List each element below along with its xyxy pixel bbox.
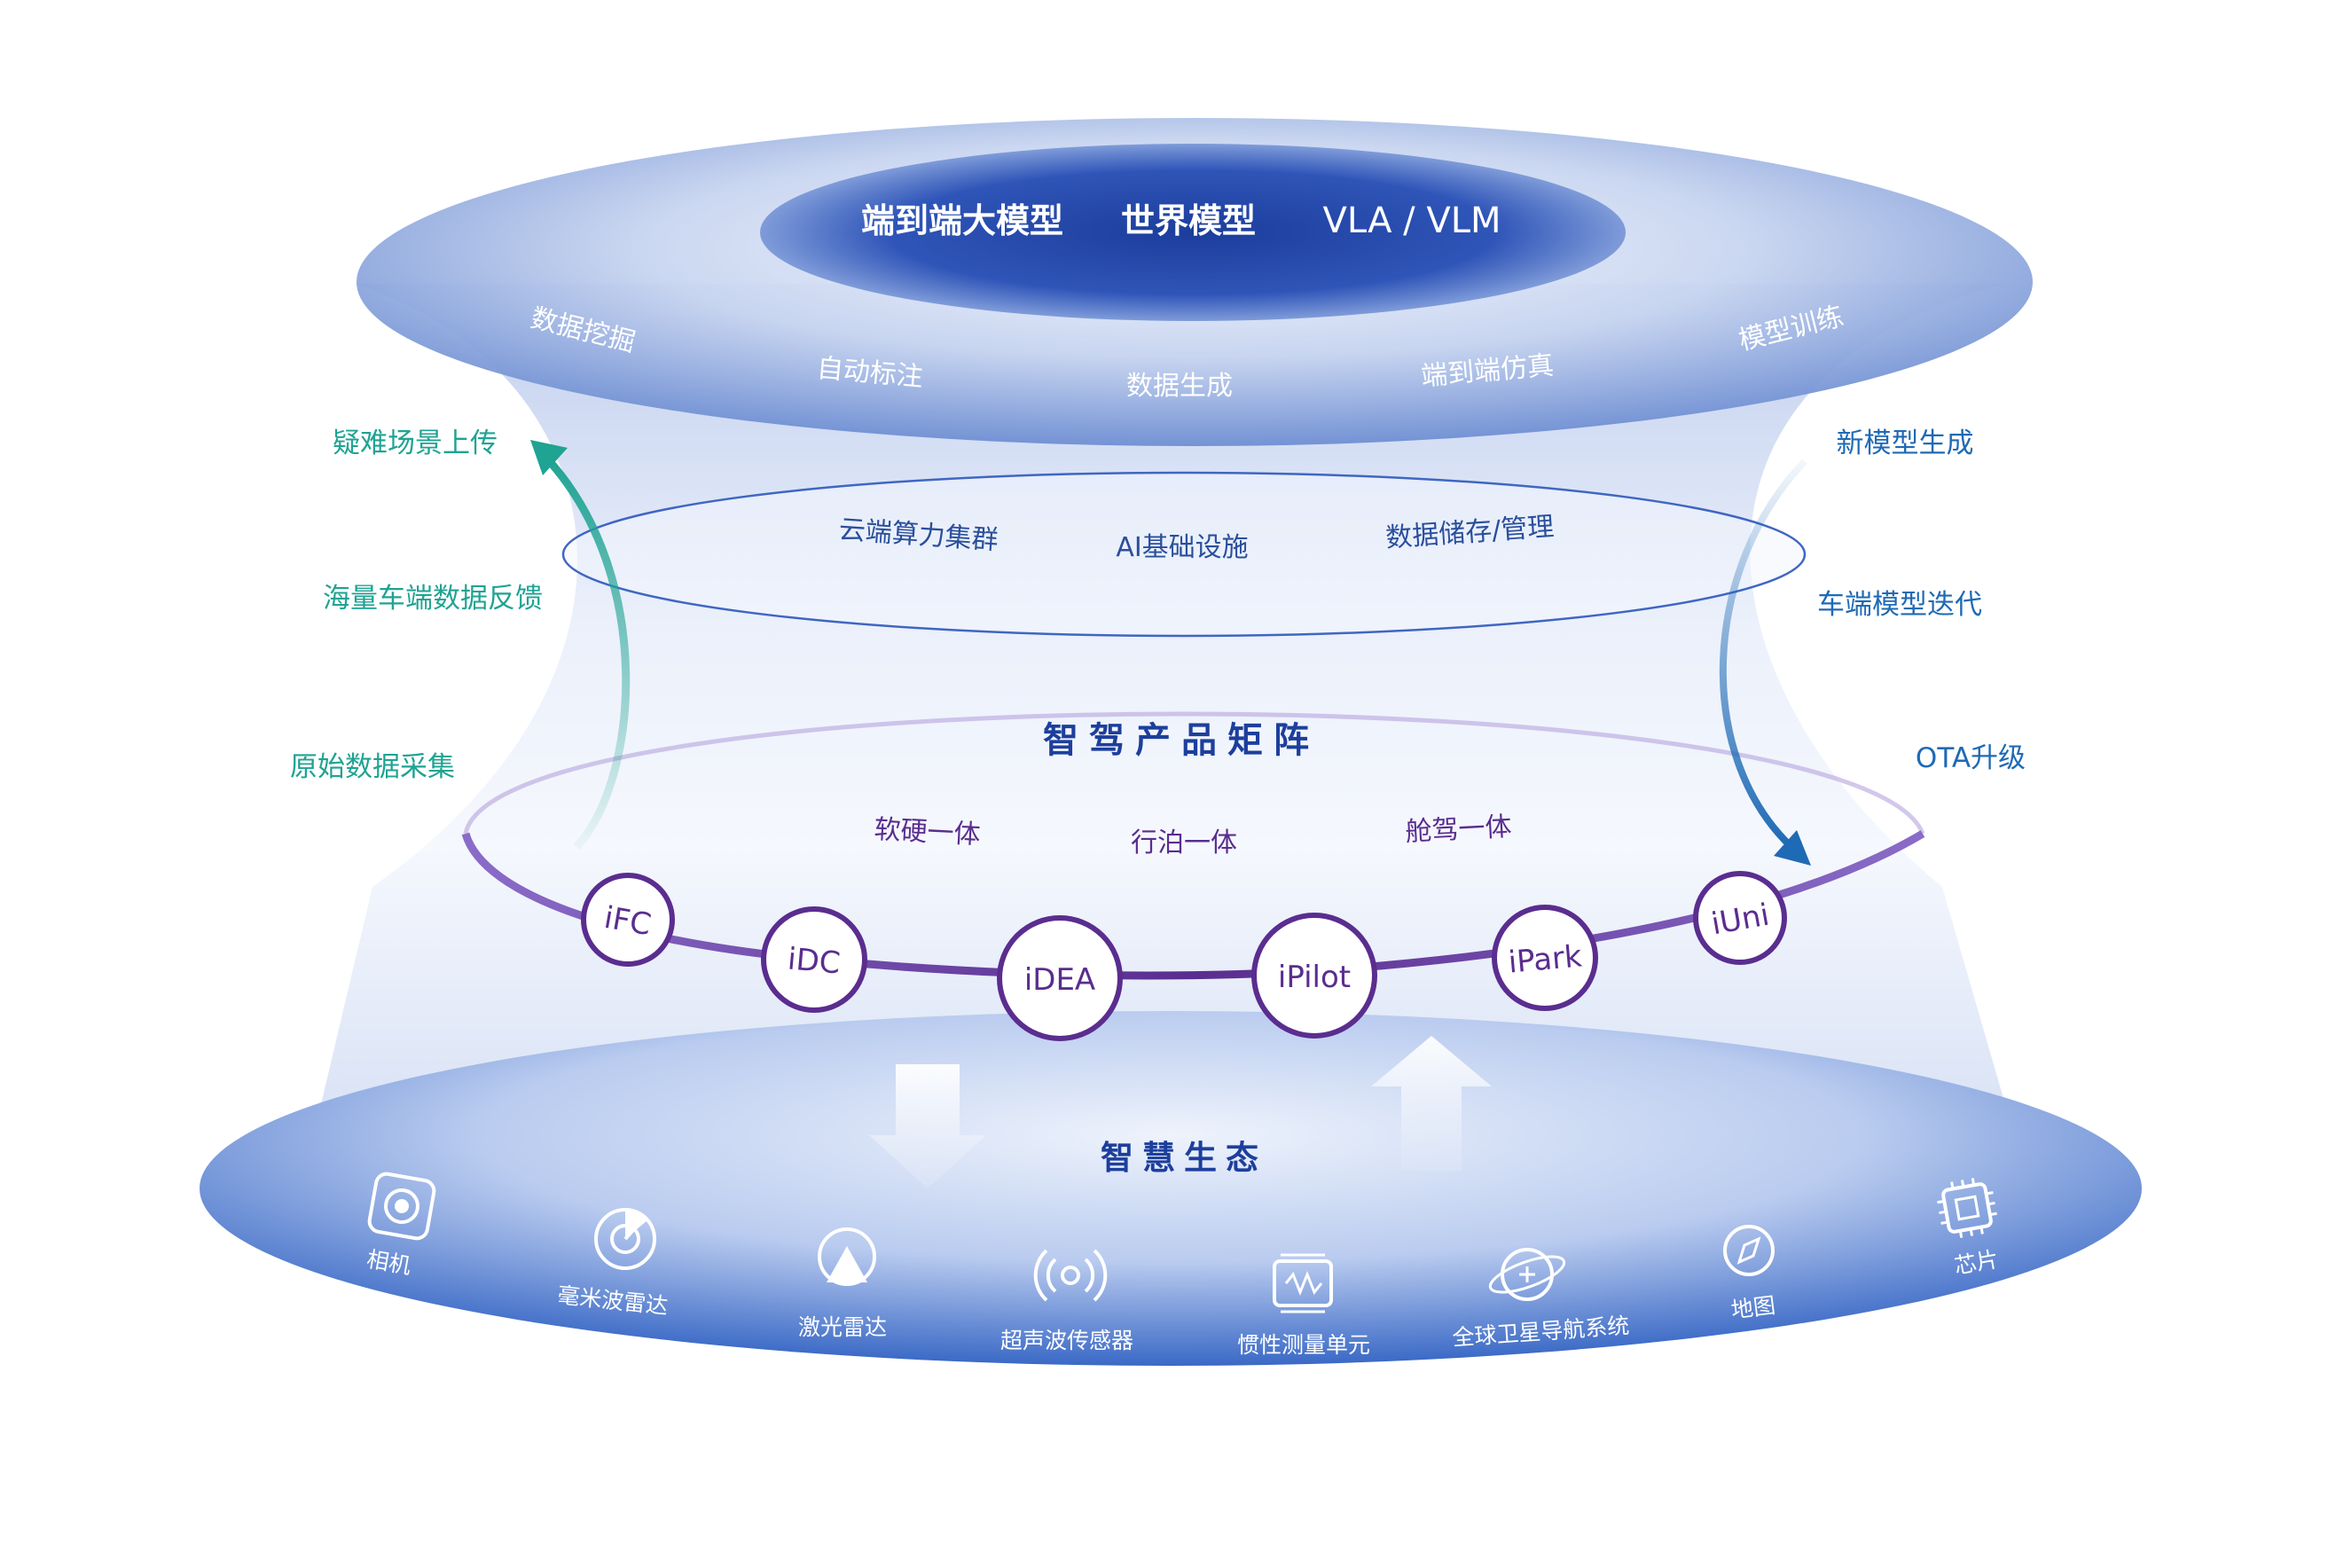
ecosystem-item-ultrasonic: 超声波传感器 (1000, 1249, 1133, 1353)
right-flow-arrowhead (1774, 830, 1811, 866)
ultrasonic-icon (1033, 1249, 1108, 1302)
up-arrow (1371, 1036, 1492, 1171)
ecosystem-item-label: 超声波传感器 (1000, 1328, 1133, 1353)
feature-driving-parking-integration: 行泊一体 (1131, 827, 1237, 858)
product-node-idea[interactable]: iDEA (997, 915, 1123, 1041)
feature-cockpit-driving-integration: 舱驾一体 (1405, 811, 1513, 848)
ecosystem-item-label: 地图 (1729, 1292, 1776, 1323)
ecosystem-title: 智慧生态 (1101, 1139, 1267, 1177)
models-disc (760, 144, 1626, 321)
ecosystem-item-map: 地图 (1723, 1225, 1777, 1323)
left-flow-step-raw-data-collection: 原始数据采集 (290, 751, 455, 783)
ecosystem-item-lidar: 激光雷达 (798, 1227, 887, 1340)
imu-icon (1273, 1253, 1333, 1313)
ecosystem-item-imu: 惯性测量单元 (1237, 1253, 1370, 1358)
map-icon (1723, 1225, 1775, 1276)
model-world: 世界模型 (1121, 201, 1256, 240)
left-flow-step-hard-case-upload: 疑难场景上传 (333, 427, 498, 459)
capability-data-generation: 数据生成 (1126, 371, 1233, 402)
ecosystem-disc (200, 1011, 2142, 1366)
down-arrow (869, 1064, 986, 1188)
radar-icon (594, 1208, 656, 1270)
product-node-label: iPark (1507, 938, 1583, 980)
left-flow-step-vehicle-data-feedback: 海量车端数据反馈 (323, 583, 543, 615)
chip-icon (1937, 1178, 1997, 1238)
ecosystem-item-label: 惯性测量单元 (1237, 1332, 1370, 1358)
product-node-ipilot[interactable]: iPilot (1251, 913, 1377, 1039)
right-flow-step-new-model: 新模型生成 (1837, 427, 1974, 459)
product-node-iuni[interactable]: iUni (1693, 871, 1787, 965)
product-node-label: iPilot (1278, 960, 1351, 995)
lidar-icon (818, 1227, 876, 1286)
product-node-ifc[interactable]: iFC (581, 873, 675, 967)
right-flow-step-vehicle-model-iteration: 车端模型迭代 (1817, 589, 1982, 621)
product-node-idc[interactable]: iDC (761, 906, 867, 1013)
model-vla-vlm: VLA / VLM (1323, 200, 1501, 241)
infra-ring (561, 471, 1807, 638)
right-flow-arrow (1719, 459, 1807, 850)
product-node-label: iFC (601, 900, 654, 944)
feature-hw-sw-integration: 软硬一体 (874, 814, 982, 851)
product-matrix-title: 智驾产品矩阵 (1043, 720, 1320, 761)
infra-ai-infrastructure: AI基础设施 (1116, 532, 1248, 563)
product-ring-back (463, 711, 1925, 835)
ecosystem-item-label: 激光雷达 (798, 1314, 887, 1340)
product-node-ipark[interactable]: iPark (1492, 905, 1598, 1011)
right-flow-step-ota-upgrade: OTA升级 (1916, 742, 2026, 774)
camera-icon (367, 1172, 436, 1241)
left-flow-arrowhead (530, 440, 568, 475)
product-node-label: iDEA (1024, 962, 1095, 998)
product-node-label: iDC (787, 941, 843, 981)
model-e2e: 端到端大模型 (861, 201, 1063, 240)
gnss-icon (1488, 1248, 1566, 1301)
left-flow-arrow (542, 453, 631, 851)
